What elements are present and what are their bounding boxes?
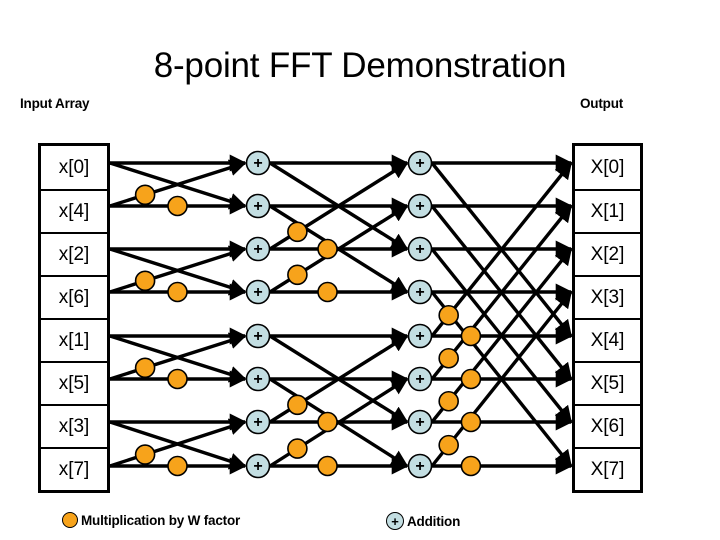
addition-node-symbol: + <box>415 328 424 345</box>
multiplication-node <box>317 455 338 477</box>
multiplication-node <box>287 264 308 286</box>
addition-node <box>407 366 433 392</box>
input-array-box-group: x[0] x[4]x[2]x[6]x[1]x[5]x[3]x[7] <box>38 143 110 493</box>
flow-line <box>109 420 247 470</box>
legend-item-multiplication: Multiplication by W factor <box>62 512 240 528</box>
multiplication-node <box>317 281 338 303</box>
multiplication-node <box>134 270 156 292</box>
multiplication-node <box>287 438 308 459</box>
input-array-cell-0[interactable]: x[0] <box>58 156 90 178</box>
flow-line <box>269 161 409 251</box>
multiplication-node <box>460 368 482 390</box>
addition-node-symbol: + <box>253 155 262 172</box>
multiplication-node <box>167 455 188 477</box>
multiplication-node <box>438 347 459 369</box>
output-array-cell-6[interactable]: X[6] <box>575 404 640 447</box>
multiplication-node <box>438 434 459 456</box>
input-array-cell-2[interactable]: x[2] <box>41 232 107 275</box>
addition-node-symbol: + <box>253 198 262 215</box>
addition-node <box>407 150 433 176</box>
addition-node-symbol: + <box>253 284 262 301</box>
multiplication-node <box>438 390 459 412</box>
addition-node-symbol: + <box>253 371 262 388</box>
output-array-box-group: X[0] X[1]X[2]X[3]X[4]X[5]X[6]X[7] <box>572 143 643 493</box>
multiplication-node <box>438 304 459 326</box>
multiplication-node <box>167 281 188 303</box>
addition-plus-icon: + <box>386 512 404 530</box>
flow-line <box>430 204 573 381</box>
flow-line <box>430 161 573 338</box>
output-array-cell-7[interactable]: X[7] <box>575 447 640 490</box>
multiplication-dot-icon <box>62 512 78 528</box>
addition-nodes: + + + + + + + + + + + + + + + + <box>245 150 433 479</box>
addition-node <box>245 409 271 435</box>
multiplication-node <box>317 238 338 260</box>
output-array-cell-5[interactable]: X[5] <box>575 361 640 404</box>
output-array-cell-4[interactable]: X[4] <box>575 318 640 361</box>
addition-node-symbol: + <box>415 371 424 388</box>
addition-node <box>245 150 271 176</box>
input-array-cell-1[interactable]: x[4] <box>41 189 107 232</box>
addition-node-symbol: + <box>253 241 262 258</box>
page-title: 8-point FFT Demonstration <box>153 46 567 85</box>
addition-node <box>245 193 271 219</box>
multiplication-node <box>167 195 188 217</box>
addition-node <box>245 279 271 305</box>
flow-line <box>269 334 409 424</box>
flow-line <box>109 247 247 296</box>
multiplication-node <box>134 444 156 465</box>
addition-node-symbol: + <box>253 414 262 431</box>
multiplication-node <box>317 411 338 433</box>
addition-node <box>245 366 271 392</box>
legend-item-addition: + Addition <box>386 512 460 530</box>
addition-node-symbol: + <box>415 241 424 258</box>
addition-node-symbol: + <box>415 284 424 301</box>
multiplication-node <box>134 357 156 379</box>
multiplication-node <box>134 184 156 206</box>
addition-node-symbol: + <box>415 414 424 431</box>
input-array-cell-6[interactable]: x[3] <box>41 404 107 447</box>
input-array-cell-4[interactable]: x[1] <box>41 318 107 361</box>
multiplication-node <box>460 325 482 347</box>
addition-node-symbol: + <box>253 328 262 345</box>
legend-addition-label: Addition <box>407 513 461 529</box>
legend-multiplication-label: Multiplication by W factor <box>81 512 241 528</box>
addition-node <box>407 323 433 349</box>
signal-flow-edges <box>109 154 573 475</box>
flow-line <box>109 161 247 210</box>
multiplication-node <box>287 394 308 416</box>
addition-node-symbol: + <box>415 198 424 215</box>
multiplication-node <box>460 411 482 433</box>
addition-node-symbol: + <box>415 155 424 172</box>
addition-node <box>407 236 433 262</box>
flow-line <box>269 204 409 294</box>
flow-line <box>109 334 247 383</box>
input-array-cell-5[interactable]: x[5] <box>41 361 107 404</box>
addition-node <box>245 236 271 262</box>
output-array-cell-2[interactable]: X[2] <box>575 232 640 275</box>
addition-node-symbol: + <box>253 458 262 475</box>
addition-node <box>245 323 271 349</box>
output-array-cell-3[interactable]: X[3] <box>575 275 640 318</box>
addition-node <box>407 279 433 305</box>
addition-node <box>245 453 271 479</box>
output-array-cell-1[interactable]: X[1] <box>575 189 640 232</box>
input-array-header: Input Array <box>20 96 90 111</box>
input-array-cell-7[interactable]: x[7] <box>41 447 107 490</box>
multiplication-nodes <box>134 184 482 477</box>
multiplication-node <box>460 455 482 477</box>
input-array-cell-3[interactable]: x[6] <box>41 275 107 318</box>
multiplication-node <box>167 368 188 390</box>
output-array-header: Output <box>580 96 624 111</box>
flow-line <box>430 247 573 424</box>
addition-node <box>407 453 433 479</box>
output-array-cell-0[interactable]: X[0] <box>590 156 625 178</box>
flow-line <box>269 377 409 468</box>
multiplication-node <box>287 221 308 243</box>
legend: Multiplication by W factor + Addition <box>0 512 720 540</box>
addition-node-symbol: + <box>415 458 424 475</box>
addition-node <box>407 193 433 219</box>
addition-node <box>407 409 433 435</box>
